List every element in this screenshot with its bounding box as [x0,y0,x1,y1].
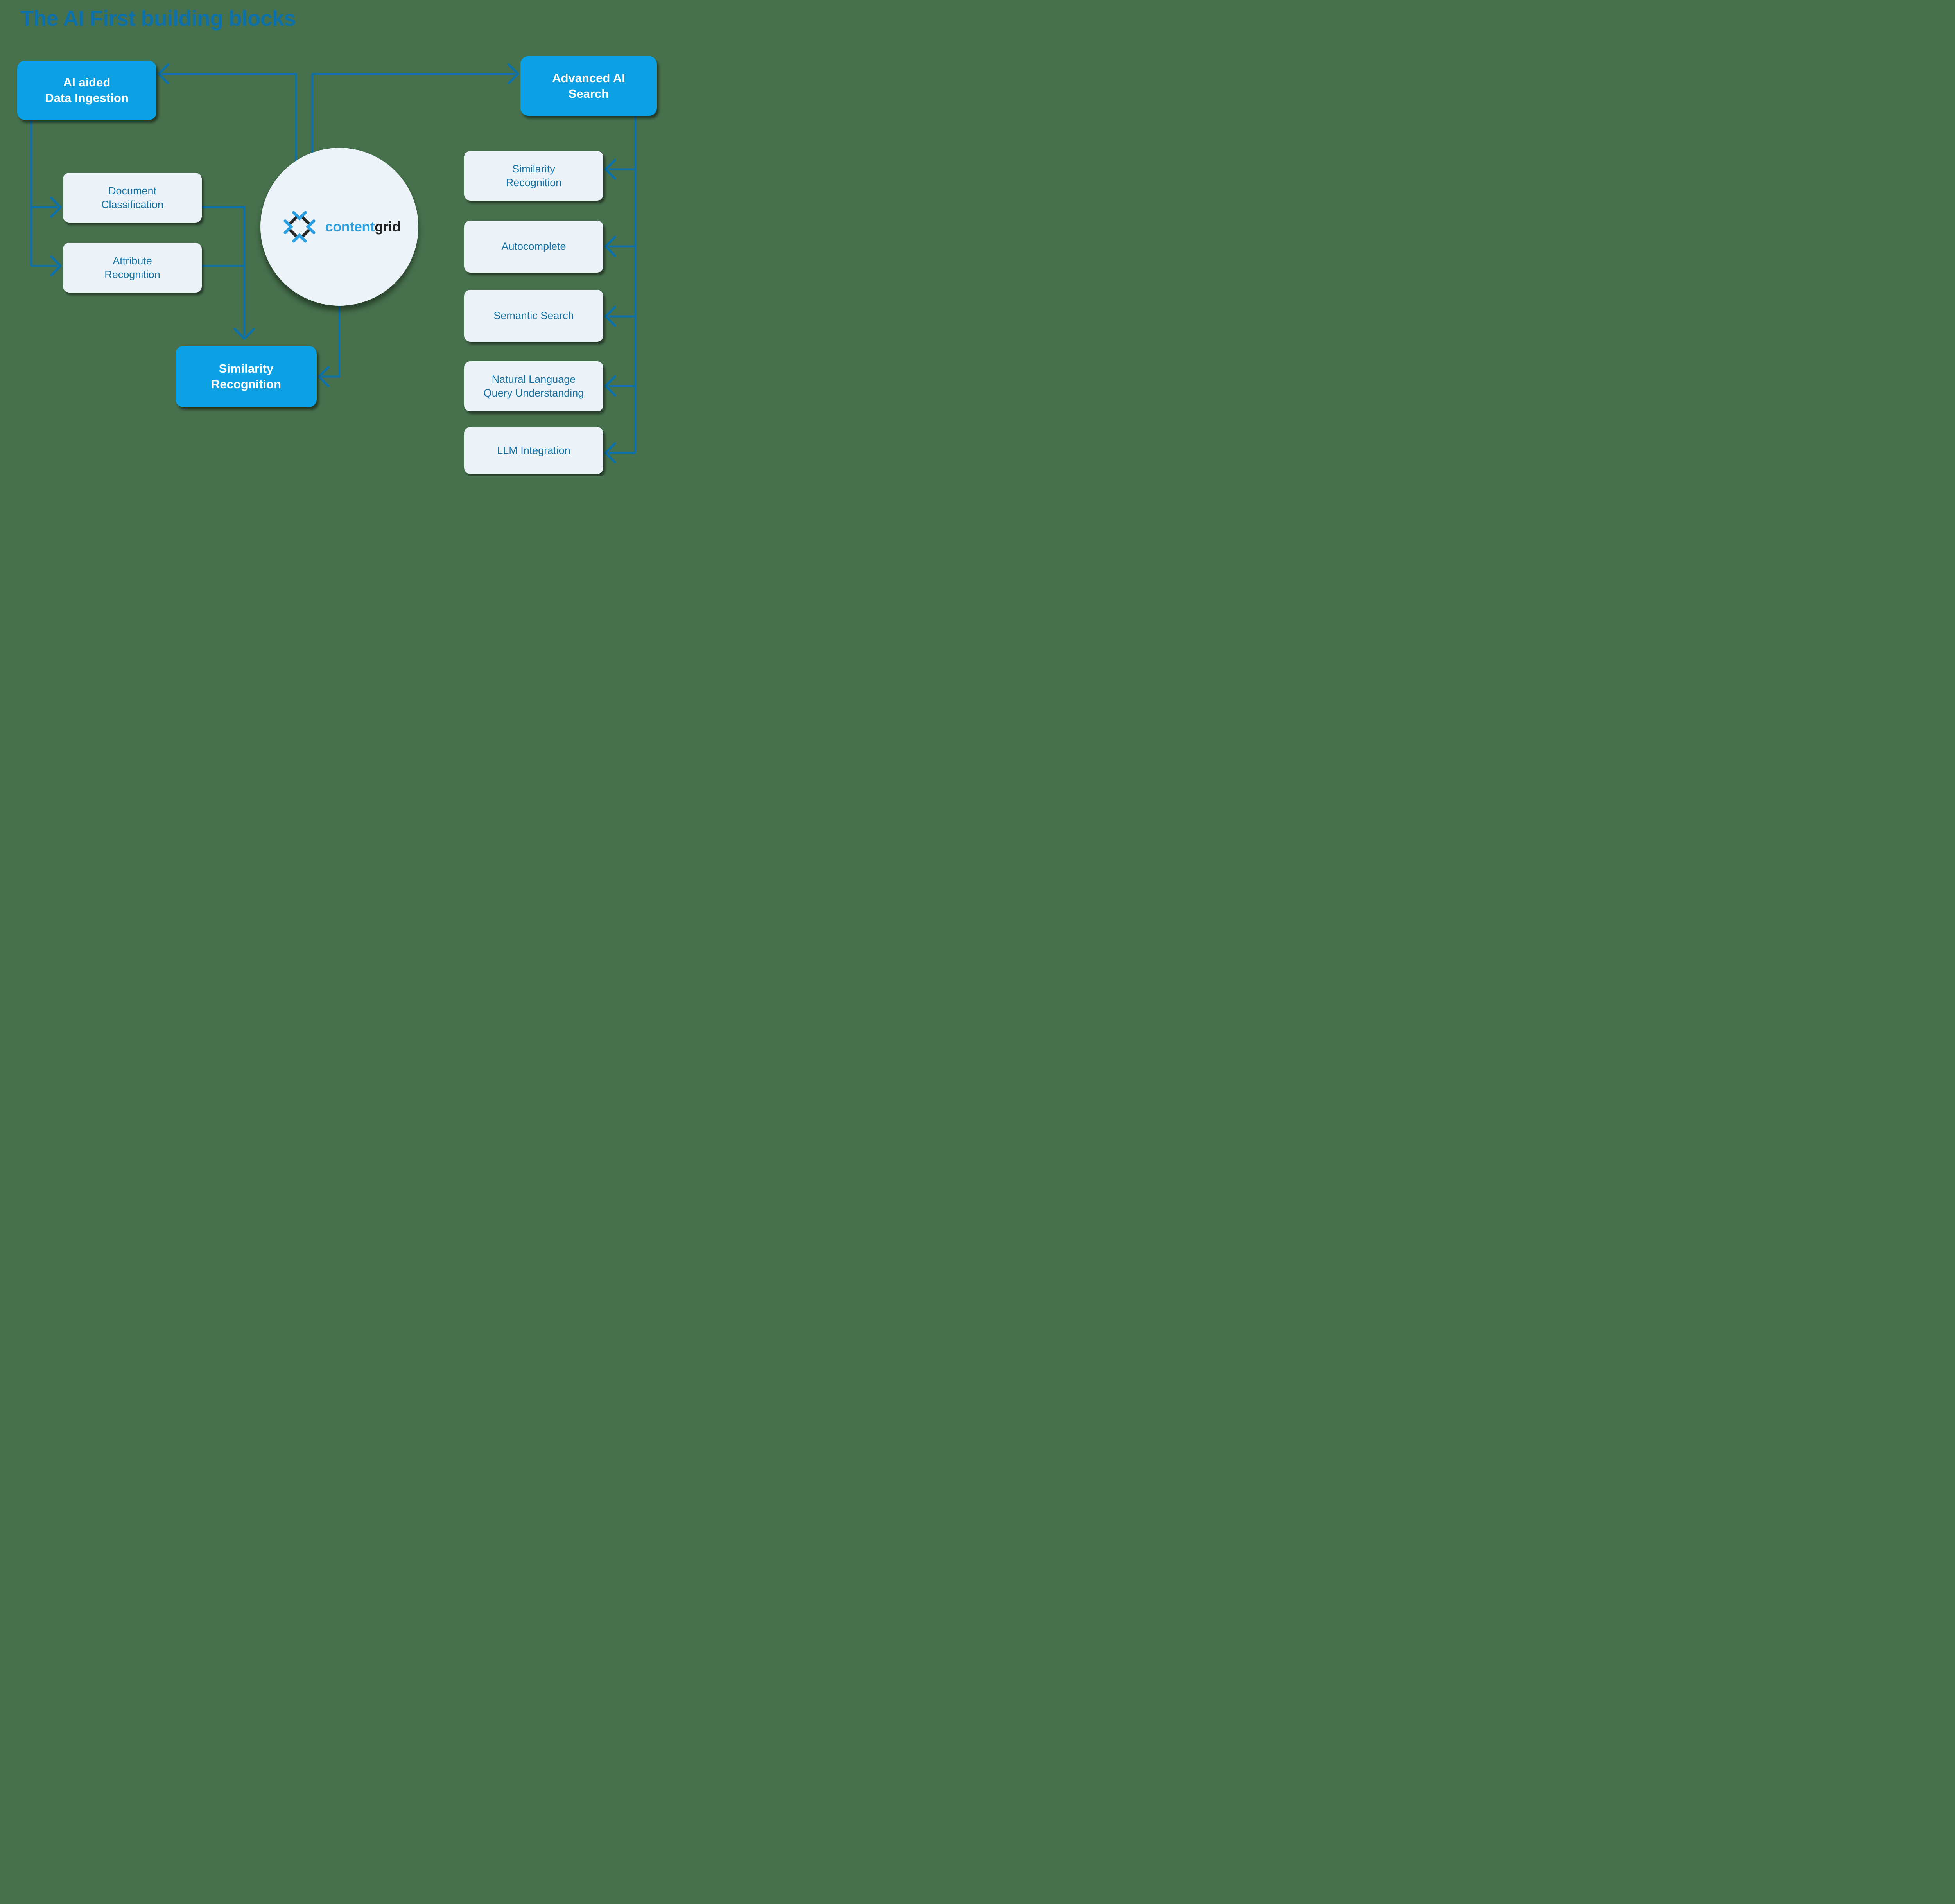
line-hub-to-ingestion [162,73,297,184]
node-label: LLM Integration [497,444,570,456]
wordmark-grid: grid [375,219,401,235]
node-label: Semantic Search [493,310,574,322]
node-label: Similarity Recognition [506,163,562,188]
arrowhead-into-similarity-right [604,159,616,180]
node-label: Autocomplete [501,240,566,253]
node-autocomplete: Autocomplete [464,221,603,273]
arrowhead-into-autocomplete [604,236,616,257]
arrowhead-into-llm-integration [604,442,616,463]
node-advanced-ai-search: Advanced AI Search [520,56,657,116]
line-collector [202,206,246,336]
contentgrid-wordmark: contentgrid [325,219,401,235]
node-label: Document Classification [101,185,164,210]
node-semantic-search: Semantic Search [464,290,603,342]
node-attribute-recognition: Attribute Recognition [63,243,202,293]
contentgrid-logo-icon [283,211,316,243]
arrowhead-into-attribute-recognition [50,255,62,276]
connector-lines [30,63,637,463]
line-hub-to-similarity-main [322,274,341,378]
node-natural-language-query-understanding: Natural Language Query Understanding [464,361,603,411]
arrowhead-into-ingestion [158,63,169,84]
node-label: AI aided Data Ingestion [45,75,129,105]
arrowhead-into-document-classification [50,197,62,218]
arrowhead-into-semantic-search [604,306,616,327]
node-document-classification: Document Classification [63,173,202,223]
arrowhead-into-nl-query [604,375,616,397]
contentgrid-hub-circle: contentgrid [260,148,418,306]
node-label: Natural Language Query Understanding [483,373,584,399]
node-label: Similarity Recognition [211,362,282,391]
wordmark-content: content [325,219,375,235]
node-label: Attribute Recognition [104,255,160,280]
arrowhead-into-advanced-search [508,63,519,84]
node-similarity-recognition-right: Similarity Recognition [464,151,603,201]
page-title: The AI First building blocks [20,6,296,31]
node-ai-aided-data-ingestion: AI aided Data Ingestion [17,61,156,120]
arrowhead-into-similarity-main [234,328,255,340]
diagram-canvas: The AI First building blocks [0,0,670,476]
arrowhead-hub-into-similarity-main [318,366,330,387]
node-similarity-recognition-main: Similarity Recognition [176,346,317,407]
node-label: Advanced AI Search [552,71,625,100]
line-hub-to-advanced-search [311,73,515,184]
node-llm-integration: LLM Integration [464,427,603,474]
